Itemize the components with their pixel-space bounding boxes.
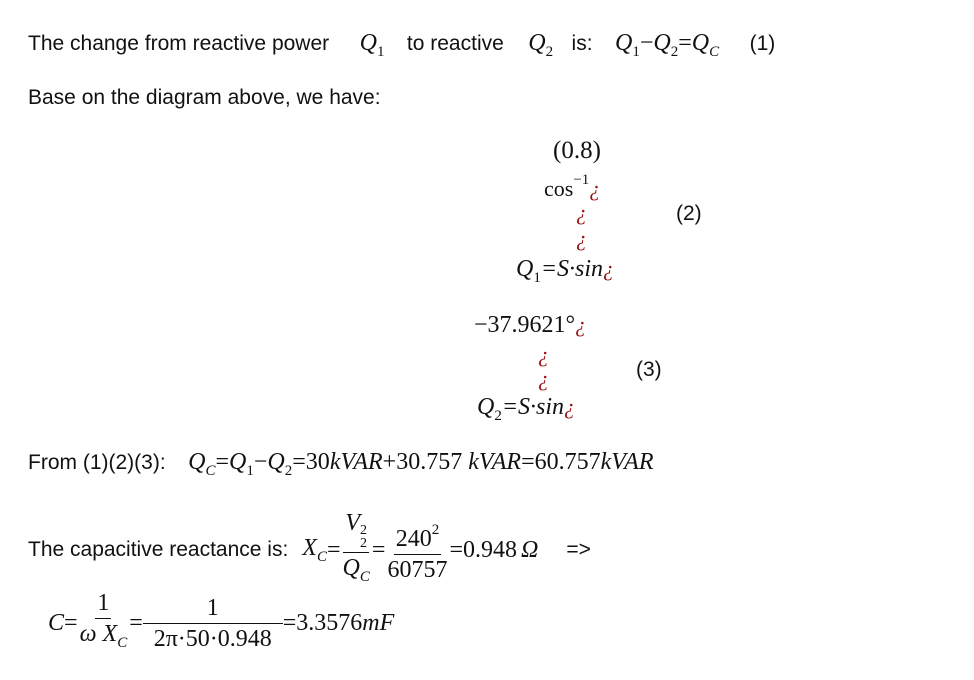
capacitance-eq-1: = bbox=[64, 609, 78, 636]
eq2-garbled-1: ¿ bbox=[589, 176, 601, 201]
equation-1: Q1−Q2=QC bbox=[615, 30, 720, 60]
from-123-equation: QC=Q1−Q2=30kVAR+30.757 kVAR=60.757kVAR bbox=[188, 449, 654, 479]
eq2-paren-value: (0.8) bbox=[553, 137, 601, 164]
ref-1: (1) bbox=[749, 32, 776, 55]
eq3-garbled-2: ¿ bbox=[538, 342, 549, 367]
from-123-line: From (1)(2)(3): QC=Q1−Q2=30kVAR+30.757 k… bbox=[28, 449, 653, 480]
reactance-result: =0.948 bbox=[449, 536, 517, 563]
ref-3: (3) bbox=[636, 358, 662, 381]
capacitance-fraction-1: 1 ω XC bbox=[79, 590, 128, 651]
eq2-garbled-3: ¿ bbox=[576, 226, 587, 251]
eq2-cos-line: cos−1¿ bbox=[544, 172, 600, 202]
eq2-cos-sup: −1 bbox=[573, 172, 590, 188]
text-is: is: bbox=[571, 32, 593, 55]
eq3-garbled-1: ¿ bbox=[575, 312, 587, 337]
reactance-label: The capacitive reactance is: bbox=[28, 538, 289, 561]
eq2-main: Q1=S·sin¿ bbox=[516, 256, 614, 287]
eq2-cos: cos bbox=[544, 176, 574, 201]
q1-symbol: Q1 bbox=[359, 30, 385, 60]
capacitance-line: C = 1 ω XC = 1 2π·50·0.948 =3.3576 mF bbox=[48, 590, 394, 656]
capacitance-result: =3.3576 bbox=[282, 609, 363, 636]
text-to-reactive: to reactive bbox=[406, 32, 504, 55]
text-base-on-diagram: Base on the diagram above, we have: bbox=[28, 86, 381, 109]
capacitance-unit: mF bbox=[362, 609, 395, 636]
capacitance-eq-2: = bbox=[129, 609, 143, 636]
eq3-rhs: =S·sin bbox=[501, 394, 565, 420]
eq3-main: Q2=S·sin¿ bbox=[477, 394, 575, 425]
capacitance-fraction-2: 1 2π·50·0.948 bbox=[142, 595, 283, 652]
from-123-label: From (1)(2)(3): bbox=[28, 451, 166, 474]
reactance-fraction-240-60757: 2402 60757 bbox=[385, 517, 449, 583]
implies-arrow: => bbox=[566, 538, 591, 561]
text-change-from: The change from reactive power bbox=[28, 32, 330, 55]
capacitance-c: C bbox=[48, 609, 65, 636]
line-reactive-change: The change from reactive power Q1 to rea… bbox=[28, 30, 775, 61]
ref-2: (2) bbox=[676, 202, 702, 225]
reactance-xc: XC bbox=[302, 534, 327, 565]
reactance-eq-2: = bbox=[371, 536, 386, 563]
eq2-rhs: =S·sin bbox=[540, 256, 604, 282]
eq3-garbled-4: ¿ bbox=[564, 394, 576, 419]
eq3-garbled-3: ¿ bbox=[538, 366, 549, 391]
omega-symbol: Ω bbox=[520, 536, 539, 563]
eq2-garbled-2: ¿ bbox=[576, 200, 587, 225]
eq3-angle: −37.9621° bbox=[474, 312, 576, 338]
eq2-garbled-4: ¿ bbox=[603, 256, 615, 281]
eq2-q1: Q1 bbox=[516, 256, 541, 286]
eq3-q2: Q2 bbox=[477, 394, 502, 424]
eq3-angle-line: −37.9621°¿ bbox=[474, 312, 586, 339]
reactance-eq-1: = bbox=[326, 536, 341, 563]
q2-symbol: Q2 bbox=[528, 30, 554, 60]
